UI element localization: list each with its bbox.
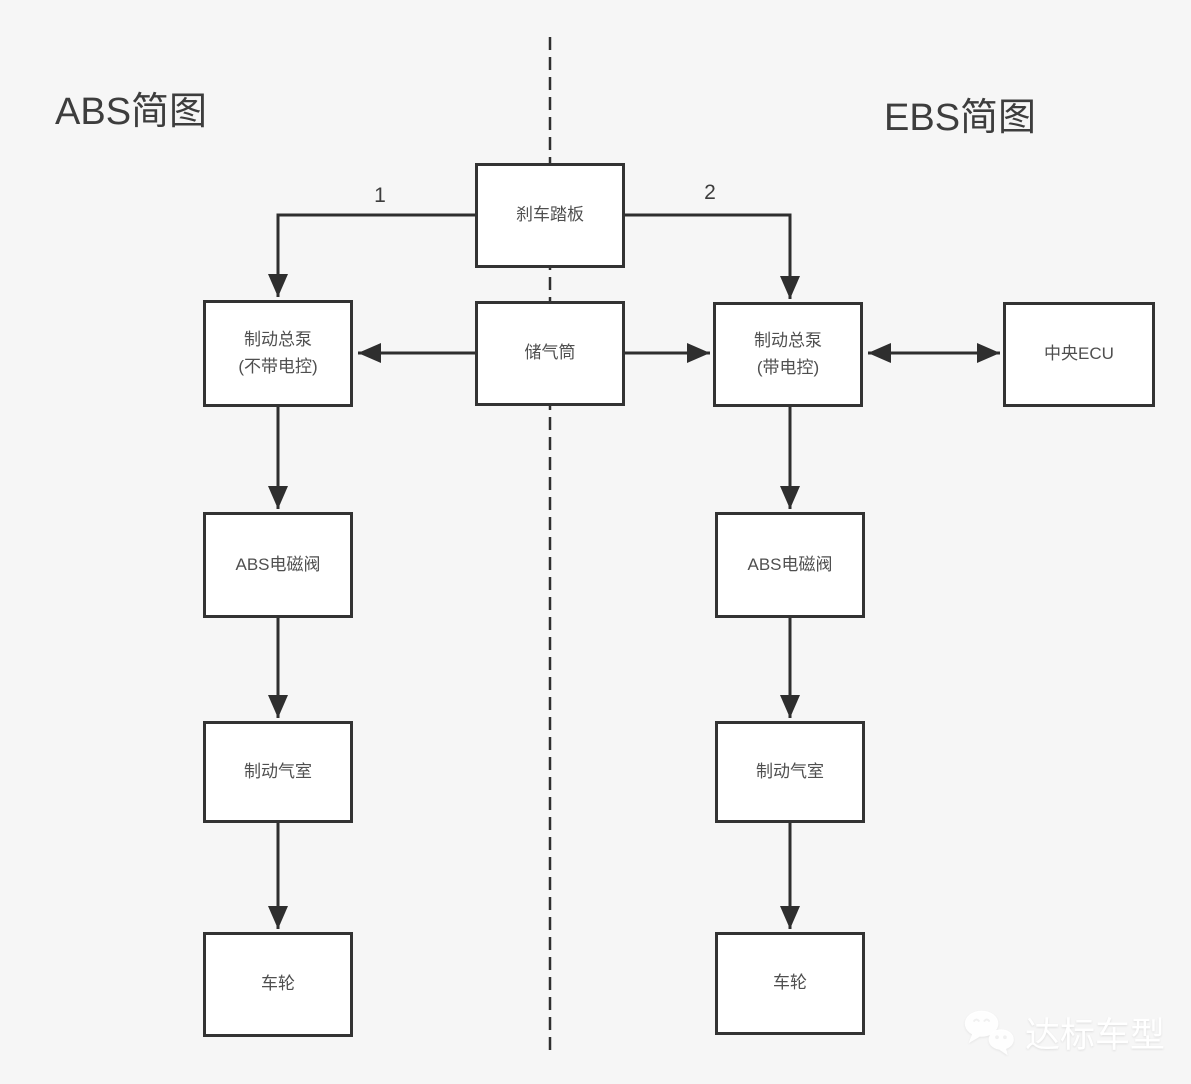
node-abs-solenoid-valve-right: ABS电磁阀: [715, 512, 865, 618]
node-wheel-right: 车轮: [715, 932, 865, 1035]
node-brake-chamber-right: 制动气室: [715, 721, 865, 823]
branch-label-2: 2: [704, 181, 716, 204]
edge-pedal-to-master-left: [268, 213, 475, 297]
node-brake-pedal: 刹车踏板: [475, 163, 625, 268]
node-master-cylinder-no-ecu: 制动总泵 (不带电控): [203, 300, 353, 407]
node-air-reservoir: 储气筒: [475, 301, 625, 406]
node-wheel-left: 车轮: [203, 932, 353, 1037]
node-central-ecu: 中央ECU: [1003, 302, 1155, 407]
abs-section-title: ABS简图: [55, 91, 208, 133]
node-master-cylinder-with-ecu: 制动总泵 (带电控): [713, 302, 863, 407]
watermark-text: 达标车型: [1024, 1016, 1165, 1055]
edge-pedal-to-master-right: [625, 213, 800, 299]
wechat-bubbles-icon: [964, 1010, 1014, 1055]
watermark: 达标车型: [962, 1007, 1165, 1058]
node-abs-solenoid-valve-left: ABS电磁阀: [203, 512, 353, 618]
node-brake-chamber-left: 制动气室: [203, 721, 353, 823]
ebs-section-title: EBS简图: [884, 97, 1037, 139]
branch-label-1: 1: [374, 184, 386, 207]
